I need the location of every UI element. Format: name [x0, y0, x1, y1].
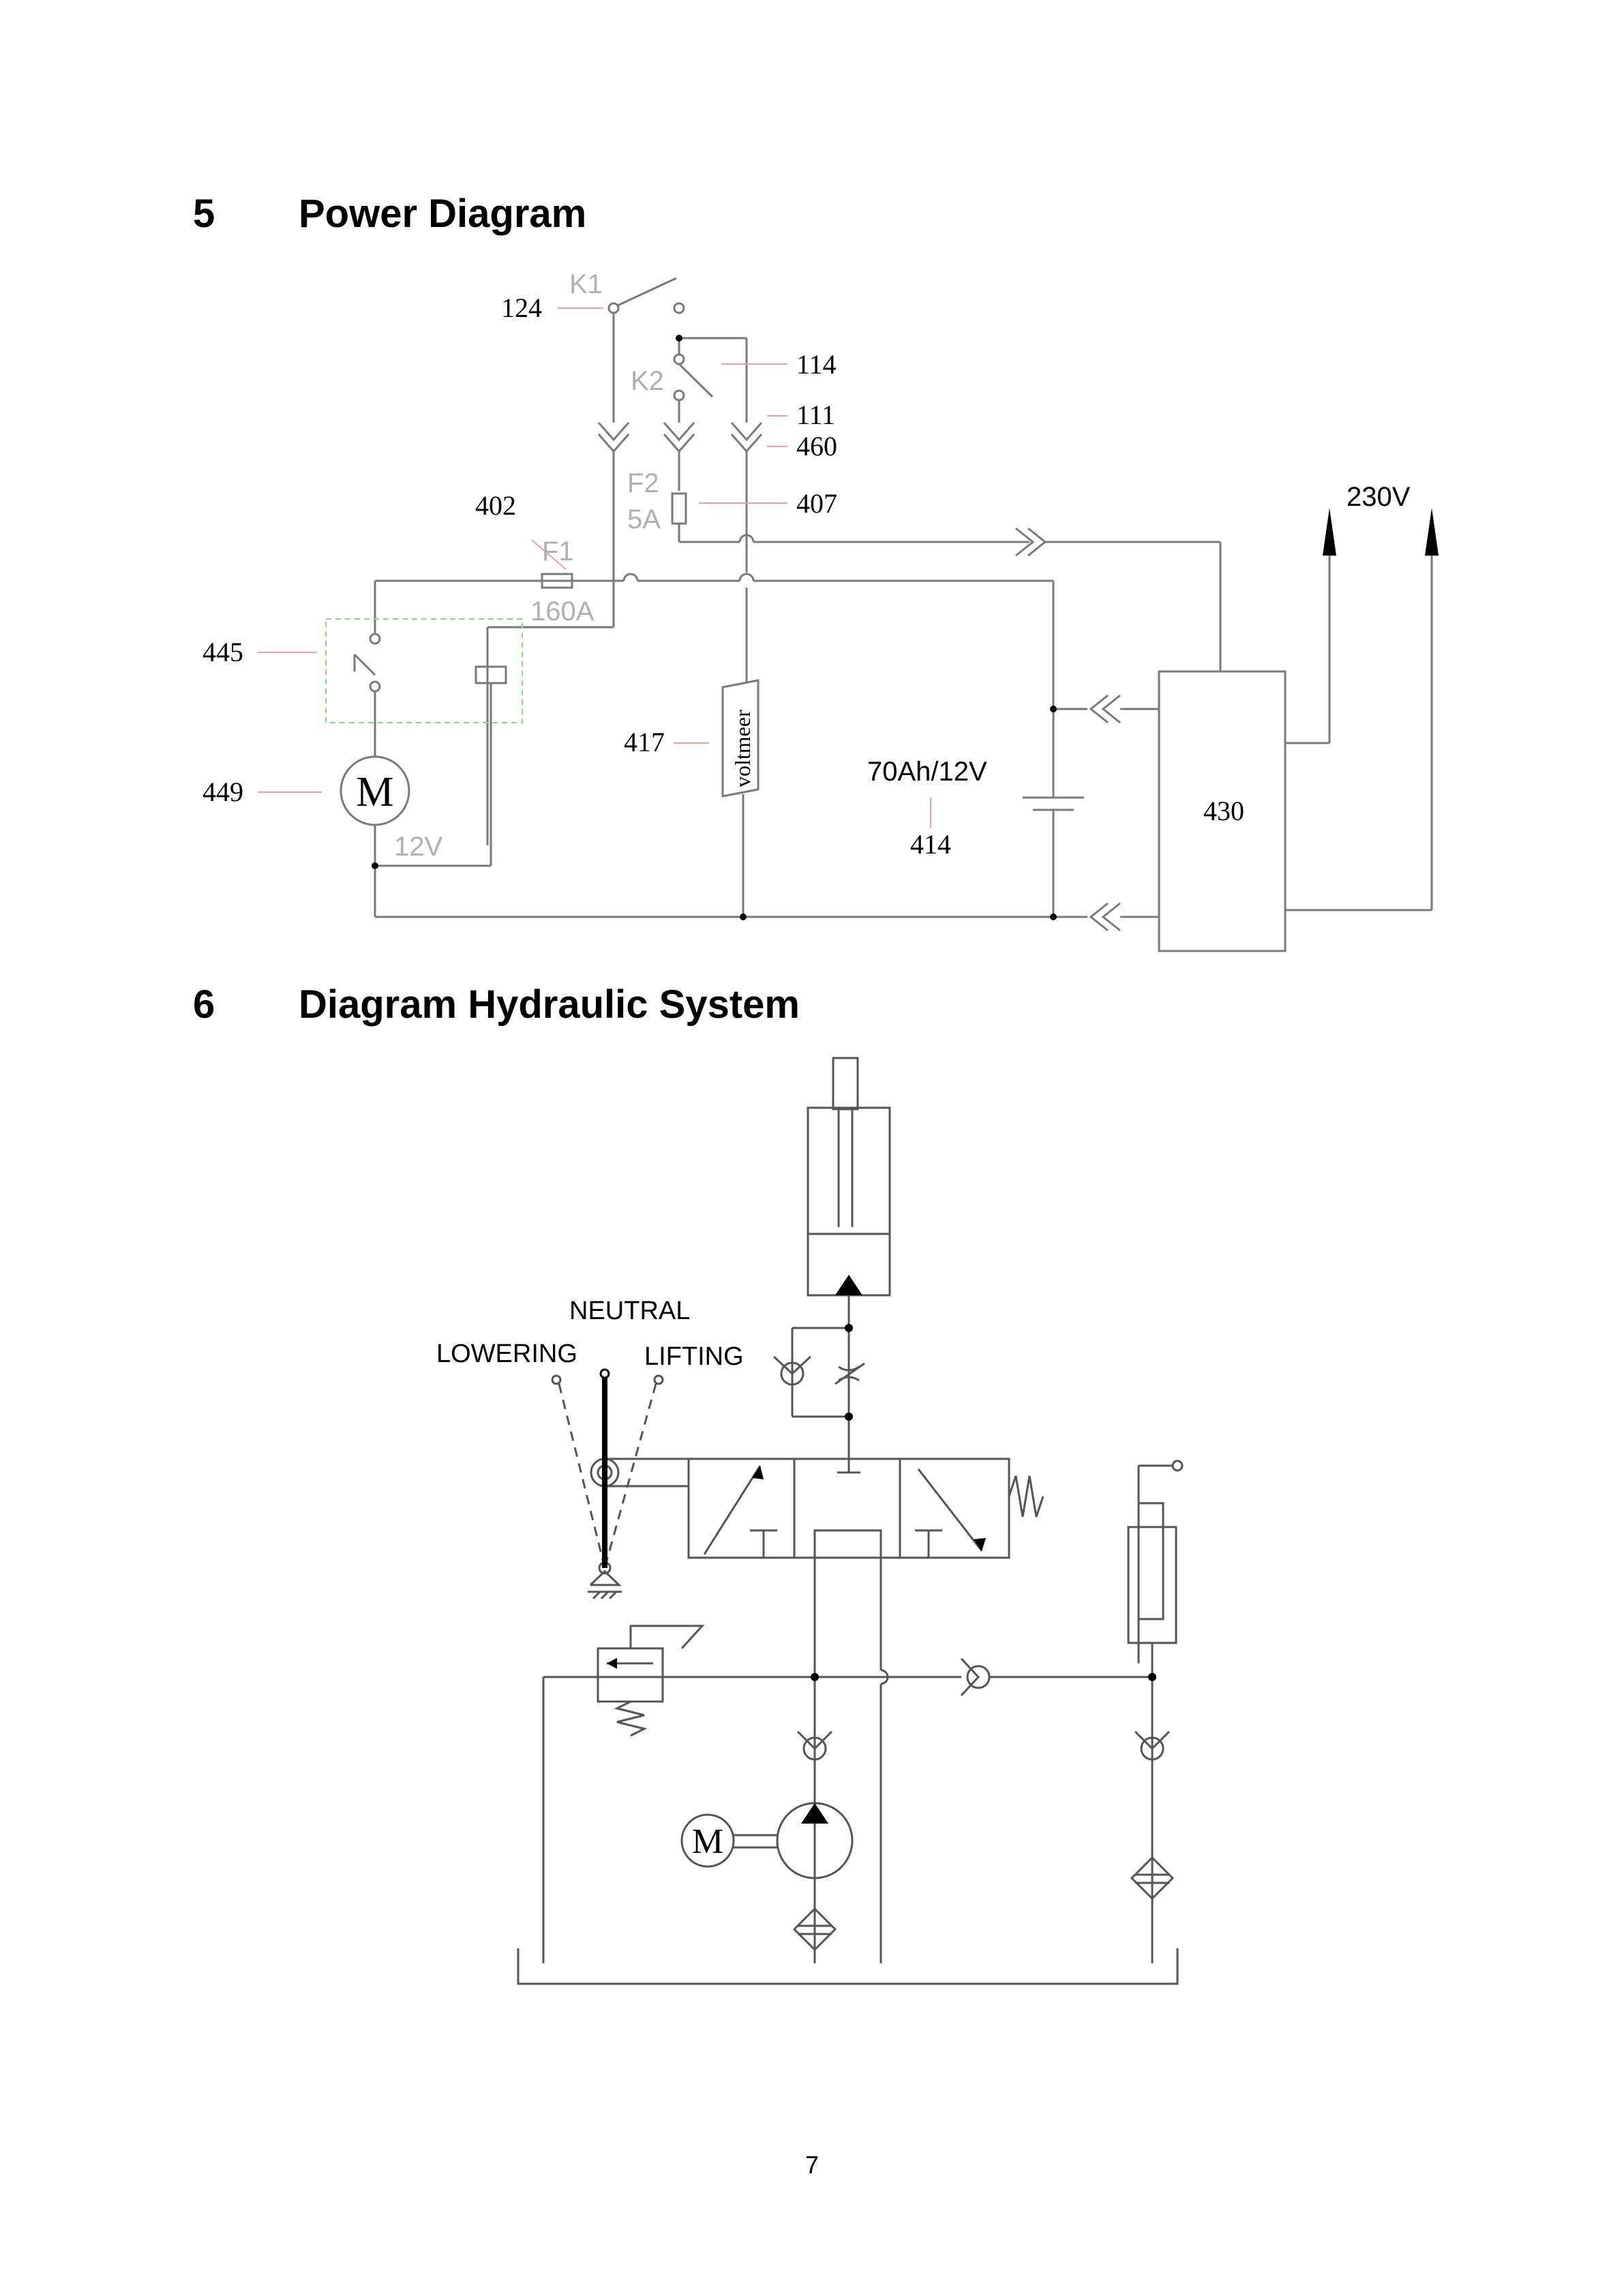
ref-449: 449 [202, 776, 243, 807]
ref-460: 460 [796, 431, 837, 462]
battery-label: 70Ah/12V [867, 757, 987, 787]
ref-402: 402 [475, 490, 516, 521]
lifting-label: LIFTING [644, 1342, 744, 1371]
ref-445: 445 [202, 637, 243, 667]
ref-414: 414 [910, 829, 951, 860]
hydraulic-motor-label: M [692, 1822, 723, 1861]
section-number: 5 [193, 192, 215, 236]
lowering-label: LOWERING [436, 1340, 577, 1368]
voltmeter-label: voltmeer [730, 710, 755, 787]
section-title: Power Diagram [299, 192, 587, 236]
f1-label: F1 [542, 537, 574, 567]
section-title: Diagram Hydraulic System [299, 982, 800, 1027]
section-6-heading: 6 Diagram Hydraulic System [193, 982, 800, 1027]
ref-430: 430 [1203, 796, 1244, 826]
motor-symbol-label: M [356, 769, 393, 815]
page-number: 7 [805, 2151, 819, 2179]
ref-124: 124 [501, 292, 542, 323]
k2-label: K2 [631, 366, 664, 396]
k1-label: K1 [569, 269, 603, 299]
section-5-heading: 5 Power Diagram [193, 191, 586, 237]
f1-rating-label: 160A [530, 596, 595, 626]
ref-114: 114 [796, 349, 837, 380]
motor-voltage-label: 12V [394, 832, 442, 862]
neutral-label: NEUTRAL [569, 1297, 690, 1325]
ref-417: 417 [624, 727, 665, 757]
f2-rating-label: 5A [627, 504, 661, 534]
ac-voltage-label: 230V [1347, 482, 1411, 512]
section-number: 6 [193, 982, 215, 1027]
ref-111: 111 [796, 399, 835, 430]
ref-407: 407 [796, 488, 837, 519]
f2-label: F2 [627, 468, 659, 498]
